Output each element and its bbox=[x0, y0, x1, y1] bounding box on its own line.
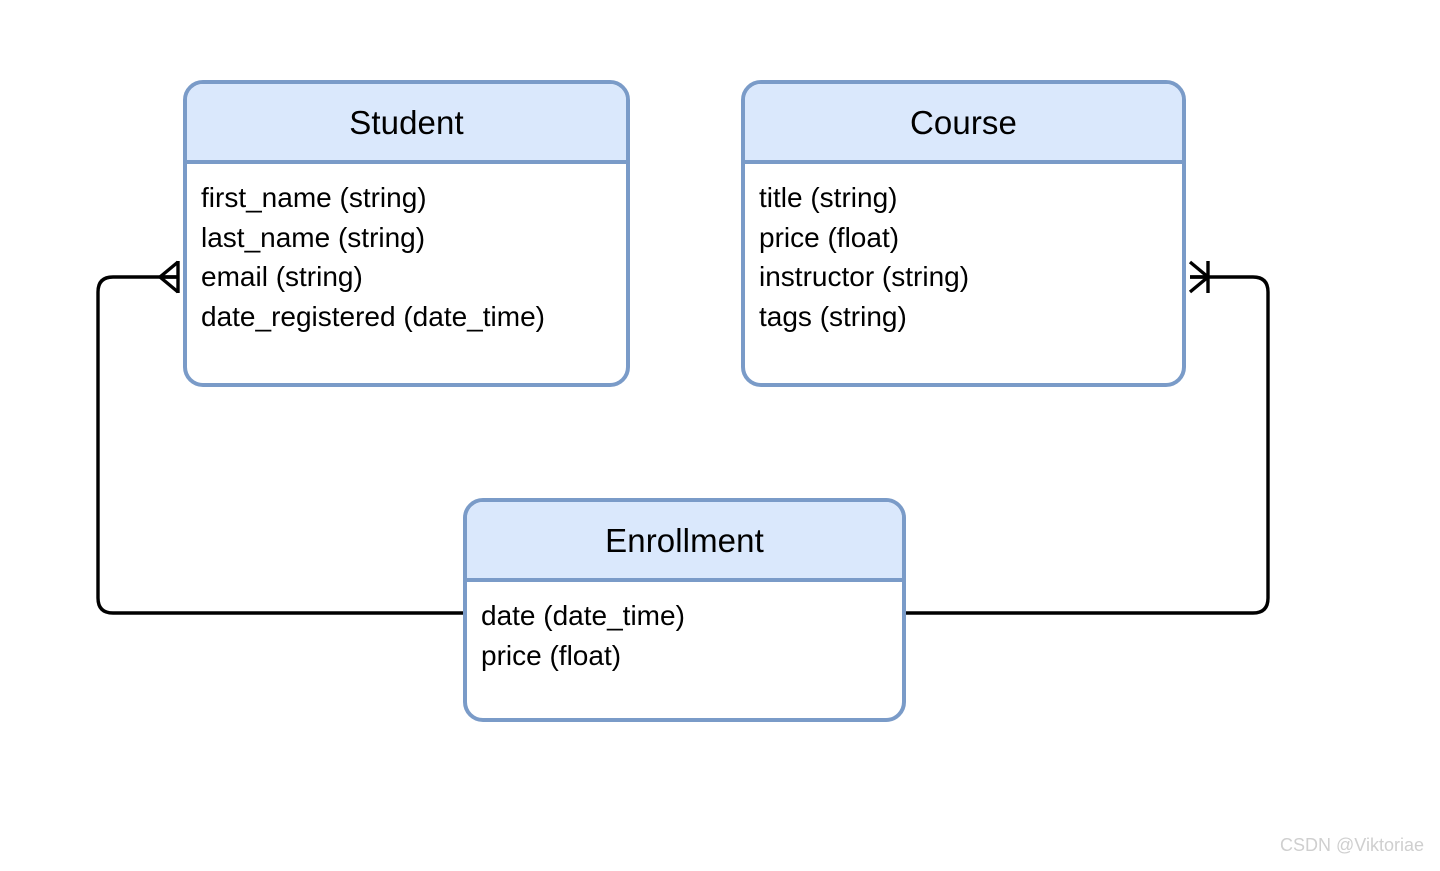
attribute-row: price (float) bbox=[481, 639, 622, 671]
attribute-row: title (string) bbox=[759, 182, 898, 213]
entity-course-header: Course bbox=[745, 84, 1182, 164]
entity-student-header: Student bbox=[187, 84, 626, 164]
entity-course-title: Course bbox=[910, 103, 1017, 141]
entity-student[interactable]: Student first_name (string) last_name (s… bbox=[183, 80, 630, 387]
entity-course[interactable]: Course title (string) price (float) inst… bbox=[741, 80, 1186, 387]
crows-foot-course bbox=[1188, 260, 1211, 294]
entity-enrollment-attributes: date (date_time) price (float) bbox=[467, 582, 902, 675]
attribute-row: price (float) bbox=[759, 221, 900, 253]
attribute-row: date (date_time) bbox=[481, 600, 685, 631]
entity-enrollment-title: Enrollment bbox=[605, 521, 764, 559]
crows-foot-student bbox=[157, 260, 180, 294]
attribute-row: date_registered (date_time) bbox=[201, 300, 545, 332]
attribute-row: email (string) bbox=[201, 261, 363, 292]
entity-enrollment[interactable]: Enrollment date (date_time) price (float… bbox=[463, 498, 906, 722]
entity-student-title: Student bbox=[349, 103, 464, 141]
attribute-row: first_name (string) bbox=[201, 182, 427, 213]
watermark: CSDN @Viktoriae bbox=[1280, 835, 1424, 855]
entity-course-attributes: title (string) price (float) instructor … bbox=[745, 164, 1182, 336]
entity-student-attributes: first_name (string) last_name (string) e… bbox=[187, 164, 626, 336]
attribute-row: tags (string) bbox=[759, 300, 907, 332]
relationship-line-student-enrollment bbox=[96, 275, 463, 615]
attribute-row: last_name (string) bbox=[201, 221, 426, 253]
attribute-row: instructor (string) bbox=[759, 261, 970, 292]
entity-enrollment-header: Enrollment bbox=[467, 502, 902, 582]
relationship-line-course-enrollment bbox=[906, 275, 1270, 615]
